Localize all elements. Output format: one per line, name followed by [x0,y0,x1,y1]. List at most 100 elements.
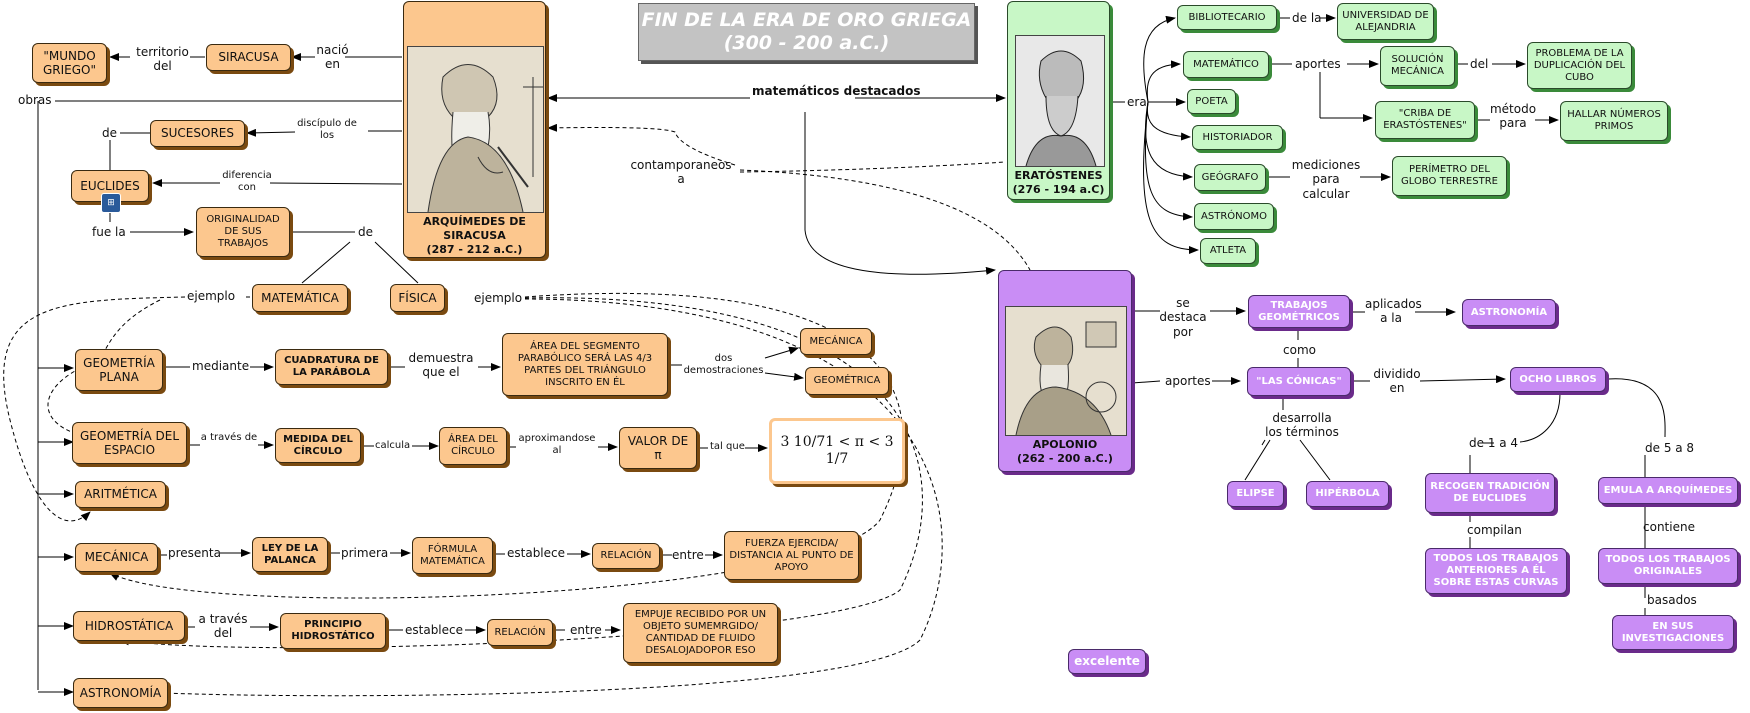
mecanica-small-node[interactable]: MECÁNICA [800,328,872,355]
criba-node[interactable]: "CRIBA DE ERASTÓSTENES" [1375,101,1475,139]
era-label: era [1127,95,1147,109]
arquimedes-card[interactable]: ARQUÍMEDES DE SIRACUSA (287 - 212 a.C.) [403,1,546,258]
todos-originales-node[interactable]: TODOS LOS TRABAJOS ORIGINALES [1598,548,1738,584]
formula-node[interactable]: FÓRMULA MATEMÁTICA [412,537,493,574]
dividido-label: dividido en [1373,367,1421,396]
aproximandose-label: aproximandose al [518,433,596,456]
fisica-node[interactable]: FÍSICA [390,284,445,312]
arquimedes-caption: ARQUÍMEDES DE SIRACUSA (287 - 212 a.C.) [404,215,545,256]
a-traves-del-label: a través del [198,612,248,641]
eratostenes-dates: (276 - 194 a.C) [1012,182,1105,196]
apolonio-name: APOLONIO [1032,438,1098,451]
se-destaca-label: se destaca por [1159,296,1207,339]
matematica-node[interactable]: MATEMÁTICA [252,284,348,312]
sucesores-node[interactable]: SUCESORES [150,120,245,147]
atleta-node[interactable]: ATLETA [1200,238,1256,264]
eratostenes-caption: ERATÓSTENES (276 - 194 a.C) [1008,169,1109,197]
en-sus-node[interactable]: EN SUS INVESTIGACIONES [1612,615,1734,650]
obras-label: obras [18,93,52,107]
ocho-libros-node[interactable]: OCHO LIBROS [1510,367,1606,392]
area-segmento-node[interactable]: ÁREA DEL SEGMENTO PARABÓLICO SERÁ LAS 4/… [502,333,668,396]
pi-formula-box: 3 10/71 < π < 3 1/7 [769,418,905,484]
eratostenes-name: ERATÓSTENES [1014,169,1103,182]
relacion2-node[interactable]: RELACIÓN [487,619,553,646]
eratostenes-card[interactable]: ERATÓSTENES (276 - 194 a.C) [1007,1,1110,200]
astronomo-node[interactable]: ASTRÓNOMO [1194,203,1274,230]
elipse-node[interactable]: ELIPSE [1227,481,1284,507]
astronomia-apo-node[interactable]: ASTRONOMÍA [1462,299,1556,326]
geometrica-node[interactable]: GEOMÉTRICA [805,367,889,395]
historiador-node[interactable]: HISTORIADOR [1192,125,1283,150]
como-label: como [1283,343,1316,357]
geometria-plana-node[interactable]: GEOMETRÍA PLANA [75,349,163,391]
diferencia-label: diferencia con [222,170,272,193]
conicas-node[interactable]: "LAS CÓNICAS" [1247,367,1351,396]
mediante-label: mediante [192,359,250,373]
dos-demostraciones-label: dos demostraciones [683,353,764,376]
arquimedes-portrait [407,46,544,213]
contemporaneos-label: contamporaneos a [630,158,732,187]
area-circulo-node[interactable]: ÁREA DEL CÍRCULO [439,427,507,465]
perimetro-node[interactable]: PERÍMETRO DEL GLOBO TERRESTRE [1392,156,1507,196]
fue-la-label: fue la [92,225,126,239]
fuerza-node[interactable]: FUERZA EJERCIDA/ DISTANCIA AL PUNTO DE A… [724,531,859,580]
aritmetica-node[interactable]: ARITMÉTICA [75,481,166,508]
universidad-node[interactable]: UNIVERSIDAD DE ALEJANDRIA [1337,3,1434,40]
geografo-node[interactable]: GEÓGRAFO [1194,164,1266,191]
siracusa-node[interactable]: SIRACUSA [206,44,291,71]
apolonio-portrait [1005,306,1127,436]
basados-label: basados [1647,593,1697,607]
tal-que-label: tal que [710,441,745,452]
sitemap-icon: ⊞ [101,193,121,213]
excelente-node[interactable]: excelente [1068,649,1146,674]
mecanica-node[interactable]: MECÁNICA [75,543,158,572]
primera-label: primera [341,546,389,560]
valor-pi-node[interactable]: VALOR DE π [619,427,697,469]
principio-node[interactable]: PRINCIPIO HIDROSTÁTICO [280,613,386,649]
de1a4-label: de 1 a 4 [1469,436,1519,450]
eratostenes-portrait [1015,35,1105,167]
a-traves-de-label: a través de [200,432,258,443]
del-label: del [1470,57,1489,71]
mediciones-label: mediciones para calcular [1291,158,1361,201]
poeta-node[interactable]: POETA [1187,89,1236,114]
map-title: FIN DE LA ERA DE ORO GRIEGA (300 - 200 a… [638,3,975,61]
de5a8-label: de 5 a 8 [1645,441,1695,455]
de-la-label: de la [1292,11,1322,25]
contiene-label: contiene [1643,520,1695,534]
apolonio-card[interactable]: APOLONIO (262 - 200 a.C.) [998,270,1132,472]
geometria-espacio-node[interactable]: GEOMETRÍA DEL ESPACIO [72,422,187,464]
hallar-node[interactable]: HALLAR NÚMEROS PRIMOS [1560,101,1668,141]
originalidad-node[interactable]: ORIGINALIDAD DE SUS TRABAJOS [196,207,290,257]
empuje-node[interactable]: EMPUJE RECIBIDO POR UN OBJETO SUMEMRGIDO… [623,603,778,663]
medida-circulo-node[interactable]: MEDIDA DEL CÍRCULO [275,428,361,463]
emula-node[interactable]: EMULA A ARQUÍMEDES [1598,477,1738,504]
title-line2: (300 - 200 a.C.) [723,32,890,54]
relacion1-node[interactable]: RELACIÓN [592,543,660,569]
entre1-label: entre [672,548,704,562]
aportes-era-label: aportes [1295,57,1341,71]
ejemplo2-label: ejemplo [474,291,523,305]
trabajos-node[interactable]: TRABAJOS GEOMÉTRICOS [1248,295,1350,328]
de2-label: de [358,225,373,239]
center-label: matemáticos destacados [752,84,921,98]
problema-node[interactable]: PROBLEMA DE LA DUPLICACIÓN DEL CUBO [1527,42,1632,89]
nacio-en-label: nació en [316,43,349,72]
astronomia-arq-node[interactable]: ASTRONOMÍA [73,678,168,708]
presenta-label: presenta [168,546,221,560]
apolonio-dates: (262 - 200 a.C.) [1017,451,1113,465]
establece2-label: establece [405,623,464,637]
ley-palanca-node[interactable]: LEY DE LA PALANCA [252,537,328,572]
solucion-node[interactable]: SOLUCIÓN MECÁNICA [1380,46,1455,86]
cuadratura-node[interactable]: CUADRATURA DE LA PARÁBOLA [275,349,388,385]
hiperbola-node[interactable]: HIPÉRBOLA [1306,481,1389,507]
hidrostatica-node[interactable]: HIDROSTÁTICA [73,611,185,641]
todos-anteriores-node[interactable]: TODOS LOS TRABAJOS ANTERIORES A ÉL SOBRE… [1425,548,1567,594]
arquimedes-dates: (287 - 212 a.C.) [426,242,523,256]
bibliotecario-node[interactable]: BIBLIOTECARIO [1177,5,1277,30]
matematico-node[interactable]: MATEMÁTICO [1183,51,1269,78]
recogen-node[interactable]: RECOGEN TRADICIÓN DE EUCLIDES [1425,473,1555,513]
mundo-griego-node[interactable]: "MUNDO GRIEGO" [32,43,107,83]
euclides-node[interactable]: EUCLIDES [71,170,149,202]
metodo-para-label: método para [1489,102,1537,131]
